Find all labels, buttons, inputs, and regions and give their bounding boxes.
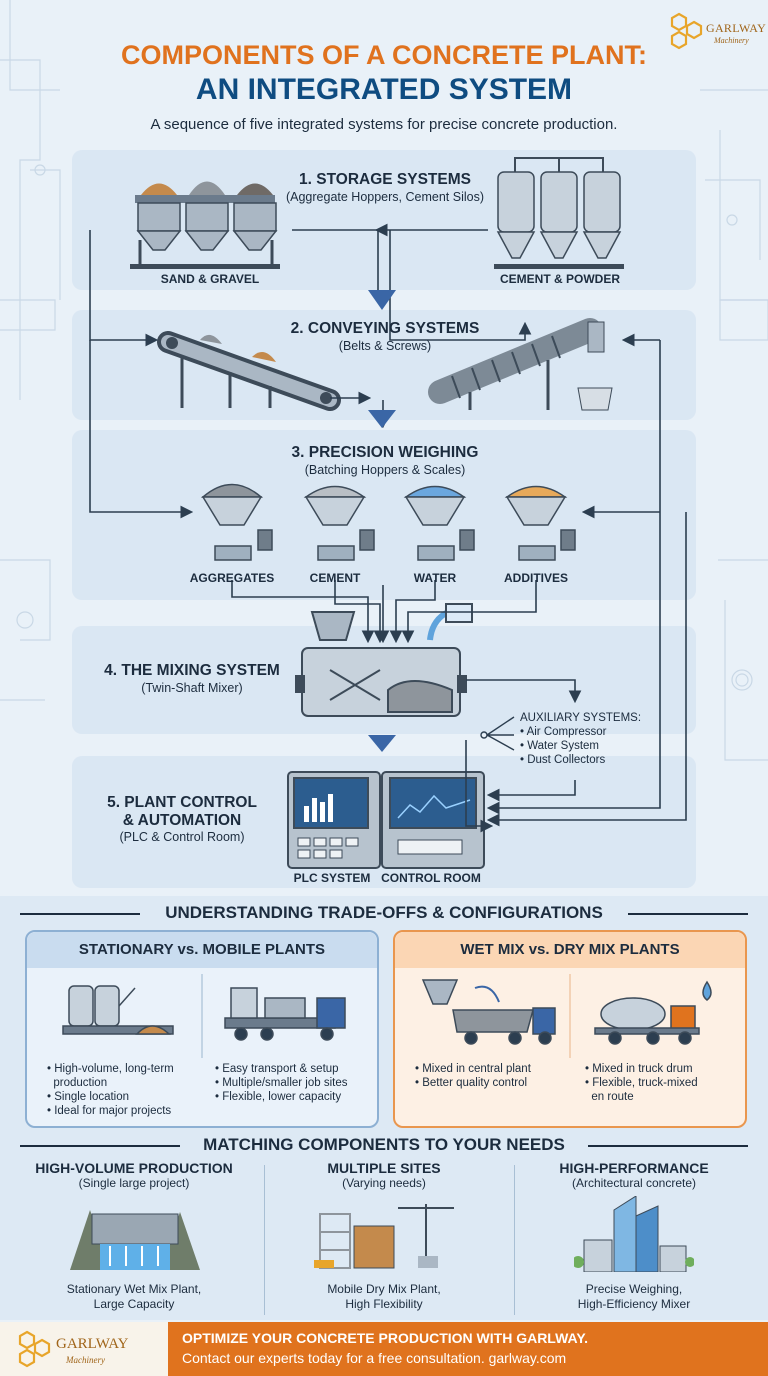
logo-tagline: Machinery <box>714 36 749 45</box>
blue-flow-arrows <box>368 290 396 752</box>
need-title: MULTIPLE SITES <box>327 1160 441 1176</box>
footer-logo-tagline: Machinery <box>66 1355 105 1365</box>
bullet-item: • Better quality control <box>415 1077 528 1089</box>
footer-headline: OPTIMIZE YOUR CONCRETE PRODUCTION WITH G… <box>182 1330 589 1346</box>
bullet-item: • Easy transport & setup <box>215 1063 339 1075</box>
bullet-item: • Single location <box>47 1091 130 1103</box>
plant-flow-diagram <box>89 157 687 869</box>
need-caption-2: High Flexibility <box>345 1297 423 1311</box>
control-subtitle: (PLC & Control Room) <box>119 830 245 844</box>
bullet-item: • Mixed in central plant <box>415 1063 531 1075</box>
bullet-item: • Multiple/smaller job sites <box>215 1077 348 1089</box>
conveying-title: 2. CONVEYING SYSTEMS <box>290 320 480 337</box>
bullet-item: • Mixed in truck drum <box>585 1063 693 1075</box>
needs-divider <box>20 1145 748 1147</box>
need-column-high-volume: HIGH-VOLUME PRODUCTION (Single large pro… <box>14 1160 254 1315</box>
hexagon-logo-icon <box>670 12 703 50</box>
wet-dry-card: WET MIX vs. DRY MIX PLANTS • Mixed in ce… <box>393 930 747 1128</box>
need-column-multiple-sites: MULTIPLE SITES (Varying needs) Mobile Dr… <box>264 1160 504 1315</box>
dry-mix-bullets: • Mixed in truck drum • Flexible, truck-… <box>585 1062 698 1104</box>
dam-icon <box>70 1210 200 1270</box>
need-caption-1: Precise Weighing, <box>585 1282 683 1296</box>
sand-gravel-label: SAND & GRAVEL <box>160 272 260 286</box>
need-caption-2: Large Capacity <box>93 1297 175 1311</box>
aggregates-label: AGGREGATES <box>189 571 275 585</box>
weighing-subtitle: (Batching Hoppers & Scales) <box>304 463 466 477</box>
construction-site-icon <box>314 1204 454 1269</box>
hexagon-logo-icon <box>18 1330 51 1368</box>
need-caption-1: Stationary Wet Mix Plant, <box>66 1282 202 1296</box>
brand-logo: GARLWAY Machinery <box>670 12 766 52</box>
control-title-line-1: 5. PLANT CONTROL <box>107 794 257 811</box>
need-title: HIGH-VOLUME PRODUCTION <box>35 1160 233 1176</box>
mixing-subtitle: (Twin-Shaft Mixer) <box>141 681 243 695</box>
weighing-hoppers-icon <box>200 483 576 561</box>
footer-banner: GARLWAY Machinery OPTIMIZE YOUR CONCRETE… <box>0 1322 768 1376</box>
footer-logo: GARLWAY Machinery <box>0 1322 168 1376</box>
cement-label: CEMENT <box>309 571 361 585</box>
mixer-truck-icon <box>594 980 712 1045</box>
wet-mix-bullets: • Mixed in central plant • Better qualit… <box>415 1062 531 1090</box>
storage-title: 1. STORAGE SYSTEMS <box>299 171 471 188</box>
footer-contact-link[interactable]: Contact our experts today for a free con… <box>182 1350 567 1366</box>
mobile-bullets: • Easy transport & setup • Multiple/smal… <box>215 1062 348 1104</box>
page-title-line-2: AN INTEGRATED SYSTEM <box>195 73 573 106</box>
mixing-title: 4. THE MIXING SYSTEM <box>104 662 280 679</box>
need-subtitle: (Architectural concrete) <box>571 1176 697 1190</box>
control-title-line-2: & AUTOMATION <box>122 812 242 829</box>
stationary-mobile-title: STATIONARY vs. MOBILE PLANTS <box>27 932 377 968</box>
logo-wordmark: GARLWAY <box>706 21 767 35</box>
bullet-item: • High-volume, long-term <box>47 1063 174 1075</box>
bullet-item: • Ideal for major projects <box>47 1105 172 1117</box>
screw-conveyor-icon <box>428 318 613 411</box>
need-title: HIGH-PERFORMANCE <box>559 1160 709 1176</box>
twin-shaft-mixer-icon <box>295 603 473 717</box>
skyscraper-icon <box>574 1196 694 1272</box>
mobile-plant-truck-icon <box>224 987 346 1041</box>
cement-silos-icon <box>494 157 624 269</box>
need-subtitle: (Varying needs) <box>342 1176 426 1190</box>
bullet-item: en route <box>585 1091 634 1103</box>
column-separator <box>264 1165 265 1315</box>
bullet-item: production <box>47 1077 108 1089</box>
need-caption-2: High-Efficiency Mixer <box>577 1297 691 1311</box>
need-caption-1: Mobile Dry Mix Plant, <box>327 1282 441 1296</box>
belt-conveyor-icon <box>157 331 341 411</box>
column-separator <box>514 1165 515 1315</box>
stationary-plant-icon <box>62 985 174 1035</box>
needs-heading: MATCHING COMPONENTS TO YOUR NEEDS <box>203 1135 565 1154</box>
cement-powder-label: CEMENT & POWDER <box>500 272 620 286</box>
footer-logo-wordmark: GARLWAY <box>56 1336 129 1352</box>
bullet-item: • Flexible, truck-mixed <box>585 1077 698 1089</box>
conveying-subtitle: (Belts & Screws) <box>338 339 432 353</box>
bullet-item: • Flexible, lower capacity <box>215 1091 342 1103</box>
control-room-label: CONTROL ROOM <box>381 871 481 885</box>
auxiliary-title: AUXILIARY SYSTEMS: <box>520 712 642 724</box>
water-label: WATER <box>413 571 457 585</box>
need-column-high-performance: HIGH-PERFORMANCE (Architectural concrete… <box>514 1160 754 1315</box>
auxiliary-item: • Water System <box>520 740 600 752</box>
auxiliary-systems-list: AUXILIARY SYSTEMS: • Air Compressor • Wa… <box>520 711 641 767</box>
additives-label: ADDITIVES <box>503 571 568 585</box>
page-title-line-1: COMPONENTS OF A CONCRETE PLANT: <box>121 40 647 70</box>
control-panels-icon <box>287 771 485 869</box>
stationary-mobile-illustration <box>62 974 346 1058</box>
plc-system-label: PLC SYSTEM <box>293 871 371 885</box>
tradeoffs-divider <box>20 913 748 915</box>
aggregate-hoppers-icon <box>130 181 280 269</box>
wet-dry-title: WET MIX vs. DRY MIX PLANTS <box>395 932 745 968</box>
auxiliary-item: • Air Compressor <box>520 726 607 738</box>
wet-dry-illustration <box>421 974 712 1058</box>
stationary-mobile-card: STATIONARY vs. MOBILE PLANTS • High-volu… <box>25 930 379 1128</box>
weighing-title: 3. PRECISION WEIGHING <box>291 444 479 461</box>
tradeoffs-heading: UNDERSTANDING TRADE-OFFS & CONFIGURATION… <box>165 903 603 922</box>
storage-subtitle: (Aggregate Hoppers, Cement Silos) <box>285 190 484 204</box>
dump-truck-icon <box>421 979 556 1045</box>
auxiliary-item: • Dust Collectors <box>520 754 606 766</box>
page-subtitle: A sequence of five integrated systems fo… <box>150 116 618 133</box>
stationary-bullets: • High-volume, long-term production • Si… <box>47 1062 174 1118</box>
need-subtitle: (Single large project) <box>78 1176 190 1190</box>
